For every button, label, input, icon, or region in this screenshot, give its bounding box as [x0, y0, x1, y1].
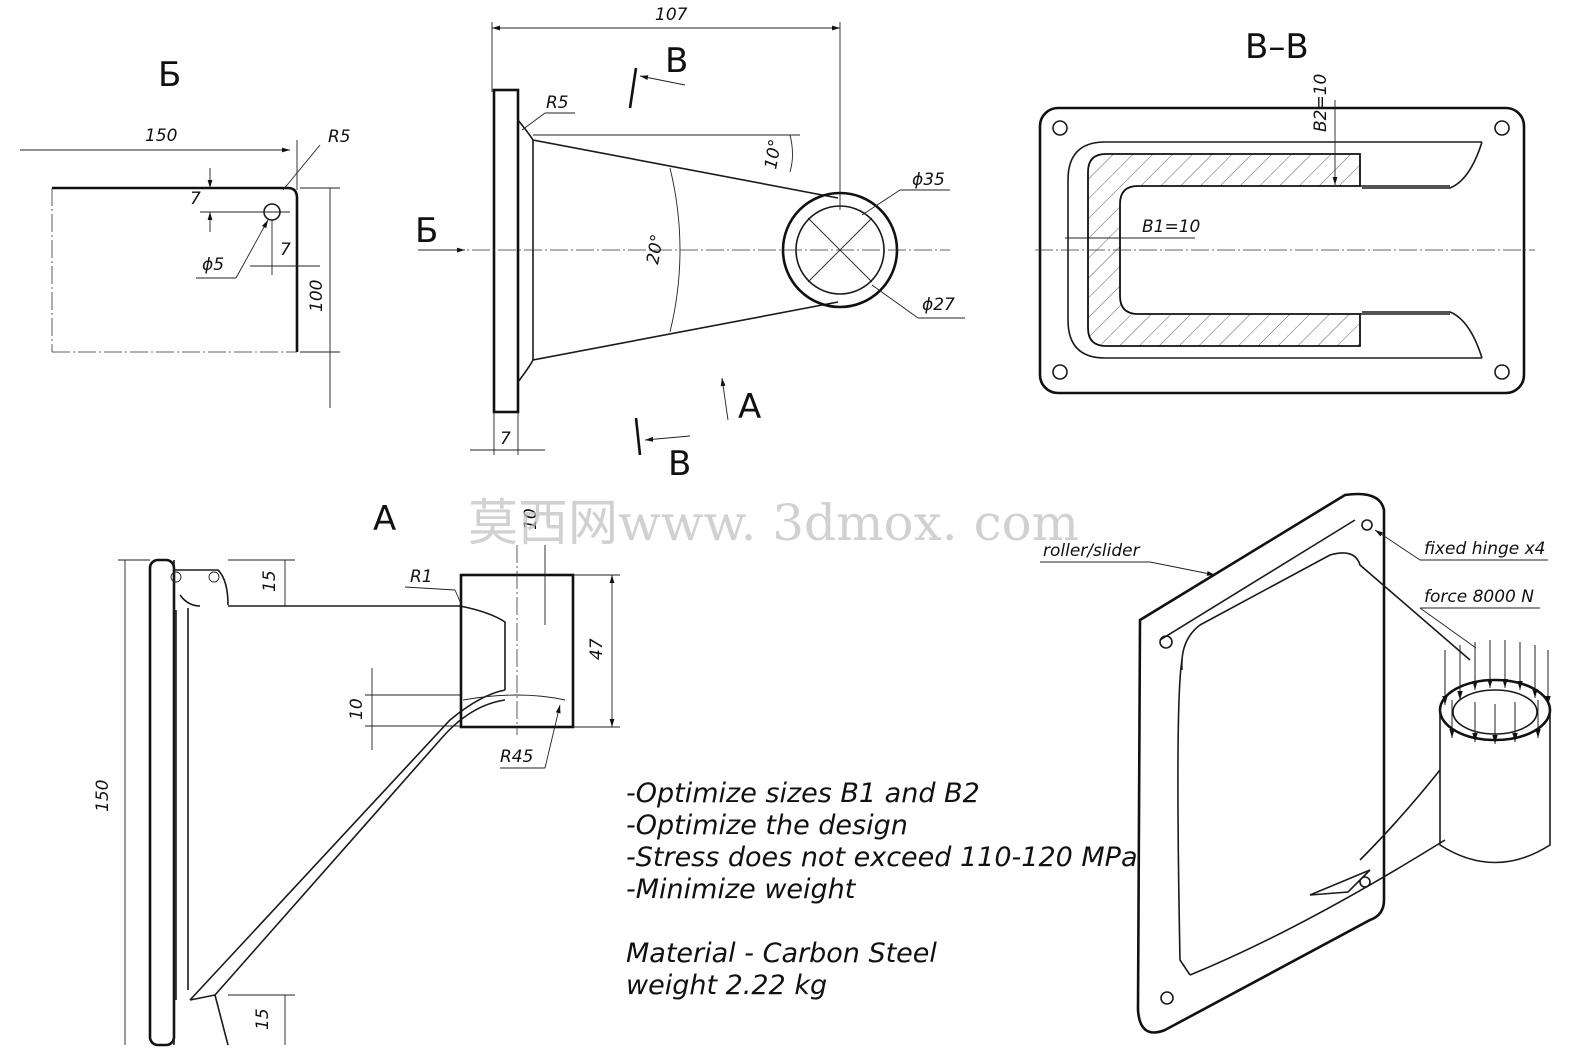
dim-15-top: 15	[260, 570, 280, 592]
cut-label-top: B	[665, 41, 688, 81]
note-line-2: -Optimize the design	[626, 810, 908, 841]
callout-force: force 8000 N	[1424, 587, 1534, 607]
dim-150-left: 150	[93, 780, 113, 812]
dim-100: 100	[307, 280, 327, 312]
dim-phi5: ϕ5	[202, 255, 224, 275]
isometric-view: roller/slider fixed hinge x4 force 8000 …	[1040, 492, 1552, 1034]
dim-10-deg: 10°	[761, 138, 786, 171]
dim-r1: R1	[410, 567, 433, 587]
dim-7-v: 7	[190, 189, 201, 209]
dim-20-deg: 20°	[643, 233, 668, 266]
dim-47: 47	[587, 638, 607, 660]
section-bb: B–B B2=10 B1=10	[1035, 27, 1535, 395]
note-line-3: -Stress does not exceed 110-120 MPa	[626, 842, 1138, 873]
dim-b1: B1=10	[1142, 217, 1200, 237]
note-line-1: -Optimize sizes B1 and B2	[626, 778, 980, 809]
dim-r45: R45	[500, 747, 533, 767]
dim-phi35: ϕ35	[912, 170, 945, 190]
view-a: A 150 15 R1 10 47 10	[93, 499, 620, 1047]
dim-107: 107	[655, 5, 688, 25]
front-view: 107 20° 10° R5 ϕ35 ϕ27 7 B B	[415, 5, 965, 484]
weight-text: weight 2.22 kg	[626, 970, 827, 1001]
note-line-4: -Minimize weight	[626, 874, 857, 905]
dim-10-top: 10	[521, 508, 541, 530]
dim-10-mid: 10	[347, 698, 367, 720]
callout-roller-slider: roller/slider	[1043, 541, 1141, 561]
dim-15-bottom: 15	[253, 1008, 273, 1030]
dim-r5-top: R5	[546, 93, 569, 113]
dim-7-flange: 7	[500, 429, 511, 449]
cut-label-bottom: B	[668, 444, 691, 484]
arrow-b-label: Б	[415, 211, 438, 251]
callout-fixed-hinge: fixed hinge x4	[1424, 539, 1546, 559]
view-a-label: A	[373, 499, 396, 539]
dim-150-top: 150	[145, 126, 177, 146]
section-label: B–B	[1245, 27, 1309, 67]
view-b: Б 150 R5 7 7 ϕ5 100	[20, 55, 351, 408]
dim-phi27: ϕ27	[922, 295, 955, 315]
dim-r5-left: R5	[328, 127, 351, 147]
view-b-label: Б	[158, 55, 181, 95]
dim-b2: B2=10	[1311, 74, 1331, 132]
material-text: Material - Carbon Steel	[626, 938, 937, 969]
dim-7-h: 7	[280, 240, 291, 260]
requirements-notes: -Optimize sizes B1 and B2 -Optimize the …	[626, 778, 1138, 1001]
arrow-a-label: A	[738, 387, 761, 427]
watermark: 莫西网www. 3dmox. com	[468, 494, 1079, 552]
